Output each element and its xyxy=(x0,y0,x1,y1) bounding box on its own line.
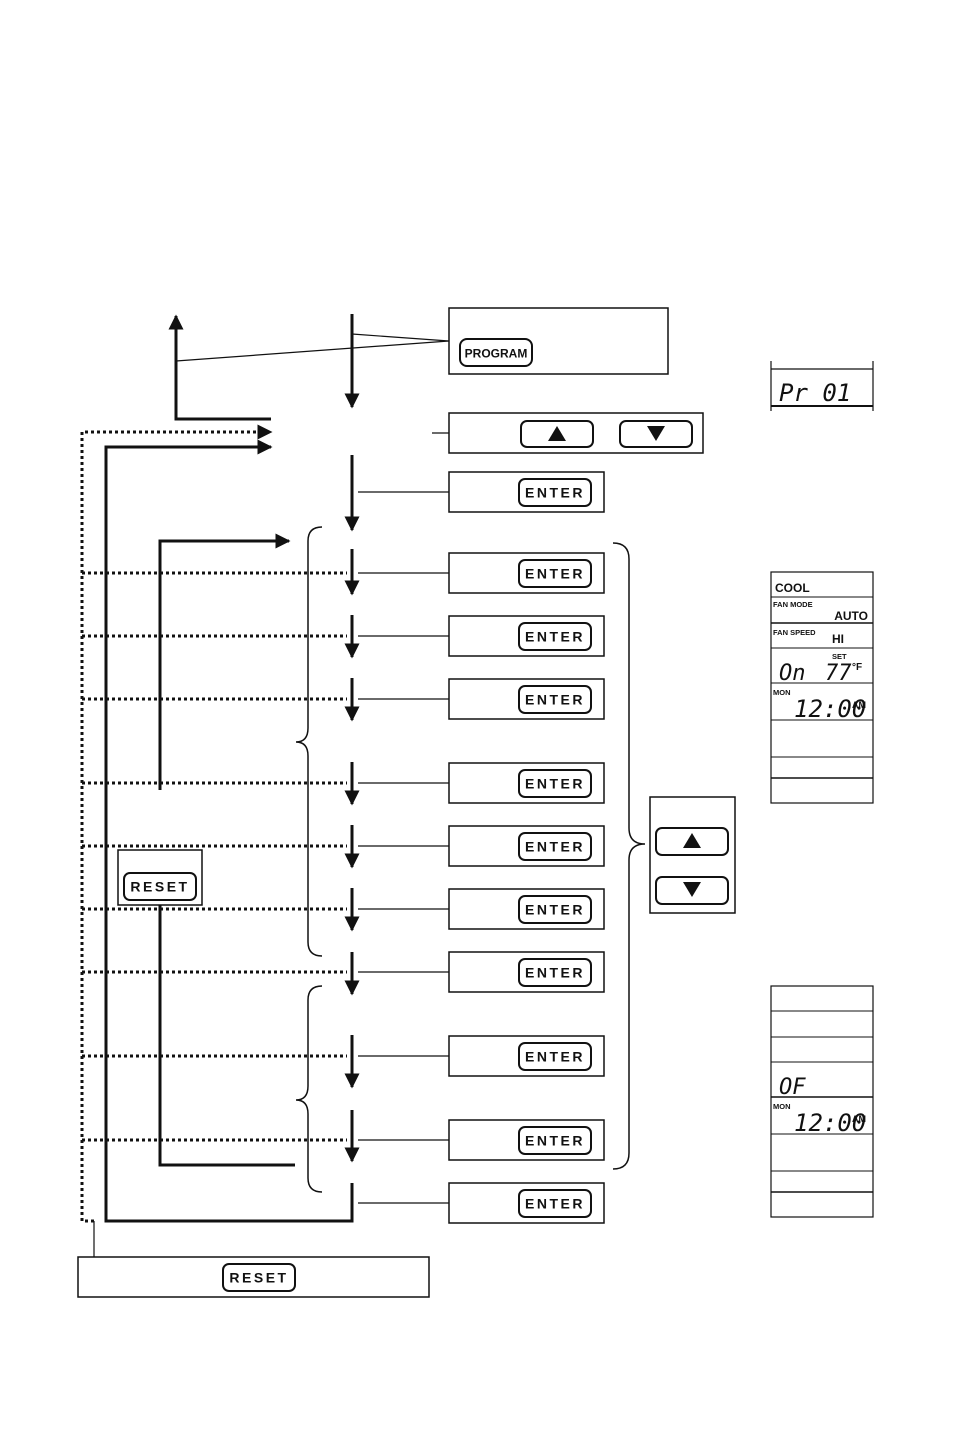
enter-key-10[interactable]: ENTER xyxy=(448,1119,605,1161)
lcd-program-display: Pr 01 xyxy=(770,361,874,411)
svg-text:ENTER: ENTER xyxy=(525,965,585,981)
svg-text:ENTER: ENTER xyxy=(525,776,585,792)
left-brace-upper xyxy=(295,526,323,957)
reset-box-mid[interactable]: RESET xyxy=(117,849,203,906)
lcd-temperature-readout: 77 xyxy=(825,661,852,686)
down-triangle-icon xyxy=(647,426,665,441)
enter-key-5[interactable]: ENTER xyxy=(448,762,605,804)
enter-key-2[interactable]: ENTER xyxy=(448,552,605,594)
svg-text:RESET: RESET xyxy=(130,879,189,895)
right-brace xyxy=(612,542,646,1170)
lcd-off-day-label: MON xyxy=(773,1102,791,1111)
solid-return-loop xyxy=(104,439,354,1223)
up-triangle-icon xyxy=(683,833,701,848)
lcd-unit-label: °F xyxy=(852,662,862,673)
lcd-fan-speed-label: FAN SPEED xyxy=(773,628,816,637)
enter-key-11[interactable]: ENTER xyxy=(448,1182,605,1224)
lcd-state-readout: On xyxy=(779,661,806,686)
svg-text:ENTER: ENTER xyxy=(525,629,585,645)
lcd-set-label: SET xyxy=(832,652,847,661)
lcd-time-readout: 12:00 xyxy=(794,695,866,723)
program-button[interactable]: PROGRAM xyxy=(459,338,533,367)
updown-box-right xyxy=(649,796,736,914)
enter-key-4[interactable]: ENTER xyxy=(448,678,605,720)
svg-text:ENTER: ENTER xyxy=(525,485,585,501)
inner-loop-upper xyxy=(158,533,291,790)
lcd-mode-label: COOL xyxy=(775,581,810,595)
up-button-right[interactable] xyxy=(655,827,729,856)
svg-text:ENTER: ENTER xyxy=(525,1049,585,1065)
exit-loop xyxy=(168,314,271,421)
lcd-fan-speed-value: HI xyxy=(832,632,844,646)
lcd-ampm-label: AM xyxy=(852,700,866,710)
lcd-fan-mode-value: AUTO xyxy=(834,609,868,623)
svg-text:RESET: RESET xyxy=(229,1270,288,1286)
svg-text:ENTER: ENTER xyxy=(525,692,585,708)
svg-text:ENTER: ENTER xyxy=(525,1196,585,1212)
inner-loop-lower xyxy=(158,905,295,1167)
enter-key-1[interactable]: ENTER xyxy=(448,471,605,513)
svg-text:ENTER: ENTER xyxy=(525,902,585,918)
enter-key-8[interactable]: ENTER xyxy=(448,951,605,993)
lcd-day-label: MON xyxy=(773,688,791,697)
up-triangle-icon xyxy=(548,426,566,441)
enter-key-7[interactable]: ENTER xyxy=(448,888,605,930)
enter-key-3[interactable]: ENTER xyxy=(448,615,605,657)
updown-box xyxy=(448,412,704,454)
svg-text:ENTER: ENTER xyxy=(525,1133,585,1149)
step-connectors xyxy=(358,572,449,1204)
program-number-readout: Pr 01 xyxy=(779,379,851,407)
lcd-off-time-readout: 12:00 xyxy=(794,1109,866,1137)
down-button-right[interactable] xyxy=(655,876,729,905)
lcd-mode-display: COOL FAN MODE AUTO FAN SPEED HI SET On 7… xyxy=(770,571,874,804)
program-box xyxy=(448,307,669,375)
svg-text:PROGRAM: PROGRAM xyxy=(465,347,528,361)
dotted-return-loop xyxy=(80,424,273,1223)
enter-key-9[interactable]: ENTER xyxy=(448,1035,605,1077)
lcd-off-state-readout: OF xyxy=(779,1075,806,1100)
lcd-off-display: OF MON 12:00 AM xyxy=(770,985,874,1218)
svg-text:ENTER: ENTER xyxy=(525,566,585,582)
lcd-off-ampm-label: AM xyxy=(852,1114,866,1124)
enter-key-6[interactable]: ENTER xyxy=(448,825,605,867)
left-brace-lower xyxy=(295,985,323,1193)
reset-box-bottom[interactable]: RESET xyxy=(77,1256,430,1298)
up-button-top[interactable] xyxy=(520,420,594,448)
program-connector xyxy=(175,333,450,362)
down-triangle-icon xyxy=(683,882,701,897)
lcd-fan-mode-label: FAN MODE xyxy=(773,600,813,609)
svg-text:ENTER: ENTER xyxy=(525,839,585,855)
down-button-top[interactable] xyxy=(619,420,693,448)
